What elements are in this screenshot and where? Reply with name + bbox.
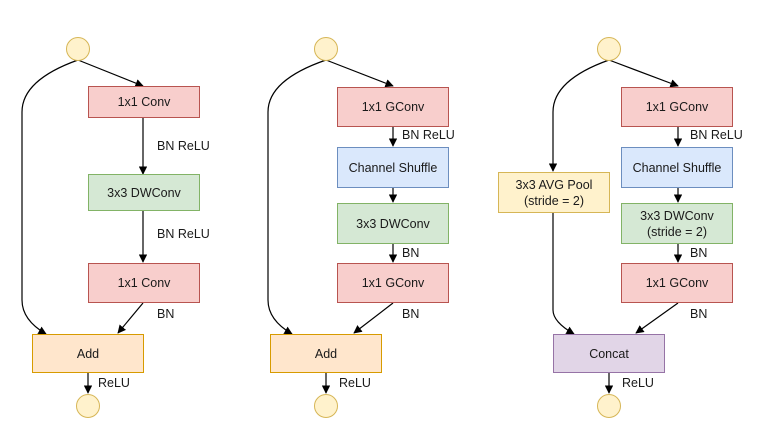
diagram-c-bn-label-2: BN: [690, 307, 708, 321]
diagram-c-channel-shuffle-label: Channel Shuffle: [632, 160, 722, 175]
diagram-b-add-box: Add: [270, 334, 382, 373]
diagram-c-gconv2-label: 1x1 GConv: [645, 276, 709, 290]
diagram-a-conv2-box: 1x1 Conv: [88, 263, 200, 303]
edge-a-input-to-conv1: [77, 59, 144, 88]
diagram-a-relu-label: ReLU: [98, 376, 130, 390]
diagram-b-relu-label: ReLU: [339, 376, 371, 390]
diagram-b-input-node: [314, 37, 338, 61]
diagram-a-conv1-box: 1x1 Conv: [88, 86, 200, 118]
diagram-b-bn-label-2: BN: [402, 307, 420, 321]
diagram-b-channel-shuffle-label: Channel Shuffle: [348, 160, 438, 175]
diagram-a-add-box: Add: [32, 334, 144, 373]
diagram-b-gconv2-label: 1x1 GConv: [361, 276, 425, 290]
edge-a-conv2-to-add: [117, 302, 144, 334]
edge-b-skip: [267, 59, 327, 335]
diagram-c-avgpool-label-line1: 3x3 AVG Pool: [515, 177, 593, 192]
diagram-c-dwconv-box: 3x3 DWConv (stride = 2): [621, 203, 733, 244]
diagram-c-concat-box: Concat: [553, 334, 665, 373]
diagram-c-gconv1-box: 1x1 GConv: [621, 87, 733, 127]
diagram-c-avgpool-box: 3x3 AVG Pool (stride = 2): [498, 172, 610, 213]
diagram-b-bn-relu-label: BN ReLU: [402, 128, 455, 142]
diagram-b-dwconv-label: 3x3 DWConv: [356, 216, 430, 231]
diagram-c-relu-label: ReLU: [622, 376, 654, 390]
diagram-b-dwconv-box: 3x3 DWConv: [337, 203, 449, 244]
edge-b-gconv2-to-add: [353, 302, 394, 334]
edge-b-input-to-gconv1: [325, 59, 394, 88]
diagram-c-input-node: [597, 37, 621, 61]
edge-c-gconv2-to-concat: [635, 302, 679, 334]
diagram-c-dwconv-label-line2: (stride = 2): [646, 224, 708, 239]
diagram-a-bn-label: BN: [157, 307, 175, 321]
diagram-b-gconv1-label: 1x1 GConv: [361, 100, 425, 114]
diagram-b-gconv2-box: 1x1 GConv: [337, 263, 449, 303]
diagram-c-gconv2-box: 1x1 GConv: [621, 263, 733, 303]
diagram-a-bn-relu-label-1: BN ReLU: [157, 139, 210, 153]
diagram-a-dwconv-box: 3x3 DWConv: [88, 174, 200, 211]
diagram-c-gconv1-label: 1x1 GConv: [645, 100, 709, 114]
diagram-c-dwconv-label-line1: 3x3 DWConv: [640, 208, 714, 223]
diagram-a-conv2-label: 1x1 Conv: [117, 276, 171, 290]
diagram-b-gconv1-box: 1x1 GConv: [337, 87, 449, 127]
diagram-c-channel-shuffle-box: Channel Shuffle: [621, 147, 733, 188]
diagram-a-output-node: [76, 394, 100, 418]
diagram-b-add-label: Add: [314, 346, 338, 361]
diagram-c-bn-relu-label: BN ReLU: [690, 128, 743, 142]
diagram-c-bn-label-1: BN: [690, 246, 708, 260]
diagram-a-bn-relu-label-2: BN ReLU: [157, 227, 210, 241]
diagram-b-channel-shuffle-box: Channel Shuffle: [337, 147, 449, 188]
diagram-b-bn-label-1: BN: [402, 246, 420, 260]
diagram-b-output-node: [314, 394, 338, 418]
diagram-a-dwconv-label: 3x3 DWConv: [107, 185, 181, 200]
edge-c-input-to-gconv1: [608, 59, 679, 88]
diagram-c-output-node: [597, 394, 621, 418]
diagram-a-conv1-label: 1x1 Conv: [117, 95, 171, 109]
edge-a-skip: [21, 59, 79, 335]
diagram-a-add-label: Add: [76, 346, 100, 361]
edge-c-avgpool-to-concat: [552, 213, 575, 335]
diagram-c-avgpool-label-line2: (stride = 2): [523, 193, 585, 208]
diagram-a-input-node: [66, 37, 90, 61]
edge-c-input-to-avgpool: [548, 59, 610, 172]
diagram-c-concat-label: Concat: [589, 346, 629, 361]
